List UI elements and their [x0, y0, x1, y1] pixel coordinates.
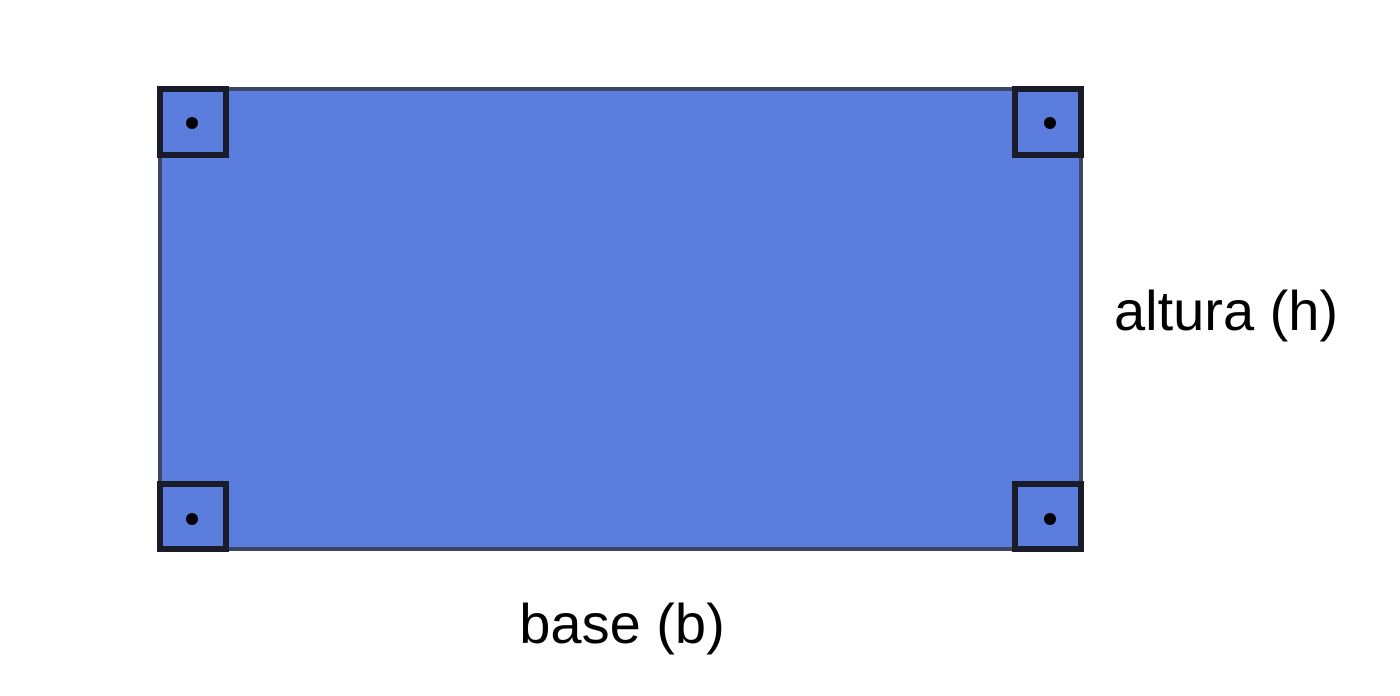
right-angle-marker-top-left [157, 86, 229, 158]
base-label: base (b) [519, 592, 724, 655]
rectangle-shape [158, 87, 1083, 551]
right-angle-marker-bottom-right [1012, 481, 1084, 552]
height-label: altura (h) [1114, 279, 1338, 342]
right-angle-markers [157, 86, 1084, 552]
right-angle-marker-top-right [1012, 86, 1084, 158]
right-angle-marker-bottom-left [157, 481, 229, 552]
